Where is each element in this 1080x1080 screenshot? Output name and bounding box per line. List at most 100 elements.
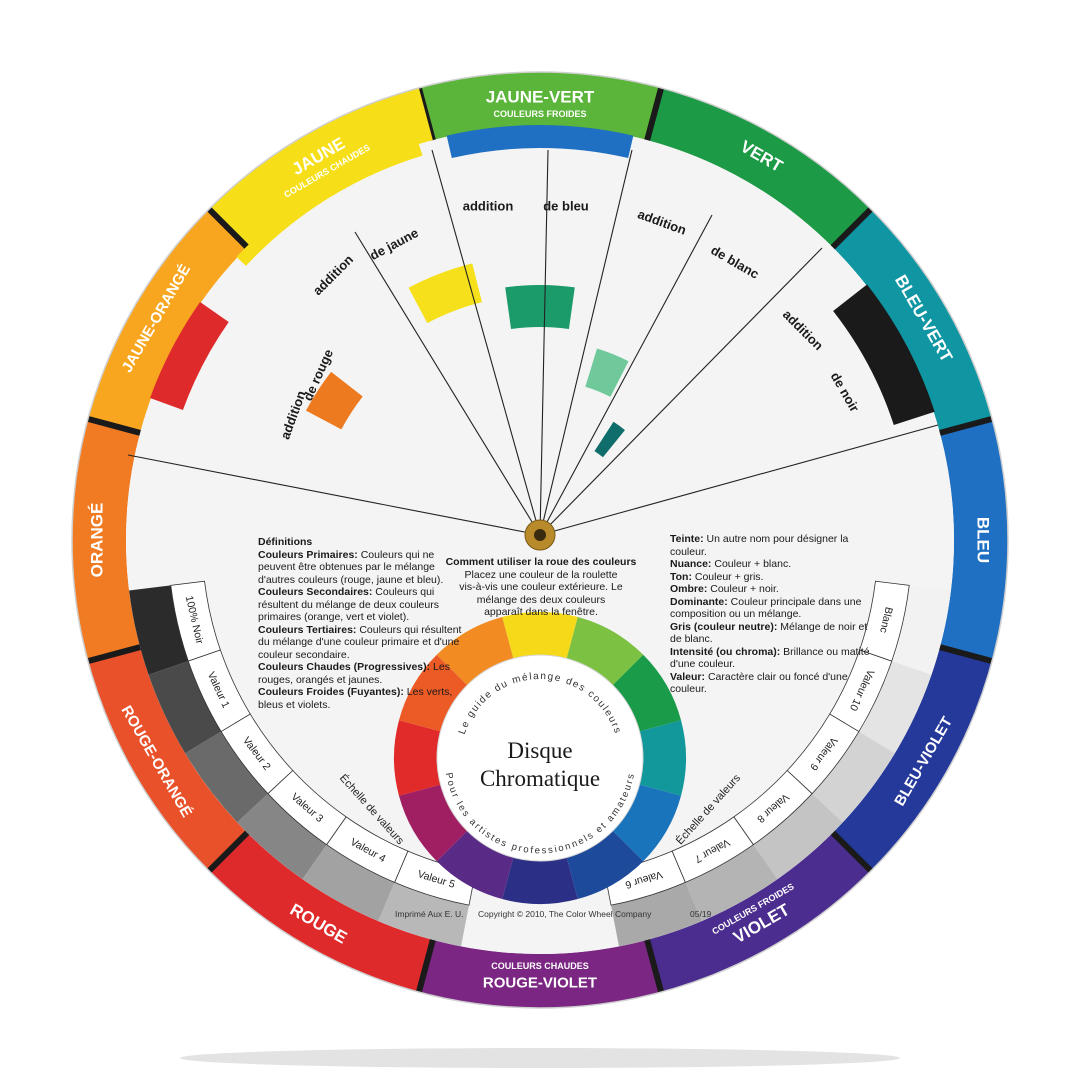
spoke-line	[539, 149, 549, 536]
terms-block: Teinte: Un autre nom pour désigner la co…	[670, 533, 875, 696]
inner-color-wheel	[393, 612, 686, 904]
value-swatch-right	[891, 585, 951, 675]
inner-wheel-segment[interactable]	[502, 857, 578, 904]
spoke-line	[539, 247, 823, 536]
inner-wheel-segment[interactable]	[436, 830, 514, 900]
value-cell-left	[220, 713, 294, 795]
inner-wheel-segment[interactable]	[612, 654, 682, 732]
ring-sublabel: COULEURS CHAUDES	[491, 961, 589, 971]
footer-copyright: Copyright © 2010, The Color Wheel Compan…	[478, 909, 652, 919]
definitions-title: Définitions	[258, 536, 313, 548]
ring-divider	[643, 938, 665, 993]
inner-wheel-segment[interactable]	[612, 784, 682, 862]
ring-segment-bleu-violet	[832, 647, 993, 871]
inner-wheel-segment[interactable]	[436, 616, 514, 686]
ring-divider	[87, 415, 142, 437]
value-cell-left	[187, 649, 251, 733]
value-swatch-left	[302, 844, 395, 922]
ring-segment-jaune	[209, 87, 433, 248]
spoke-line	[127, 454, 541, 536]
term-item: Dominante: Couleur principale dans une c…	[670, 595, 862, 621]
term-item: Teinte: Un autre nom pour désigner la co…	[670, 533, 849, 558]
spoke-line	[539, 214, 713, 536]
value-label-right: Blanc	[877, 606, 895, 634]
value-swatch-right	[610, 882, 702, 947]
spoke-line	[431, 149, 541, 536]
howto-title: Comment utiliser la roue des couleurs	[445, 556, 637, 568]
window-noir	[594, 421, 625, 458]
center-title-line2: Chromatique	[480, 766, 600, 791]
value-swatch-left	[378, 882, 470, 947]
howto-line: apparaît dans la fenêtre.	[484, 606, 598, 618]
value-swatch-left	[237, 793, 327, 880]
ring-label-orange: ORANGÉ	[88, 503, 107, 578]
ring-segment-bleu-vert	[832, 209, 993, 433]
inner-wheel-segment[interactable]	[566, 830, 644, 900]
rivet-hole	[534, 529, 546, 541]
ring-edge	[71, 71, 1009, 1009]
ring-sublabel: COULEURS FROIDES	[493, 109, 586, 119]
ring-segment-vert	[647, 87, 871, 248]
term-item: Ton: Couleur + gris.	[670, 570, 764, 583]
howto-block: Comment utiliser la roue des couleurs Pl…	[432, 556, 650, 619]
window-blanc	[585, 348, 629, 397]
ring-divider	[415, 938, 437, 993]
inner-wheel-segment[interactable]	[502, 612, 578, 659]
value-swatch-right	[858, 661, 932, 754]
mix-windows	[306, 263, 629, 458]
ring-divider	[87, 643, 142, 665]
ring-label-rouge-violet: ROUGE-VIOLET	[483, 975, 597, 992]
term-item: Valeur: Caractère clair ou foncé d'une c…	[670, 670, 848, 696]
footer-code: 05/19	[690, 909, 712, 919]
spoke-line	[354, 231, 541, 536]
ring-segment-rouge-violet	[418, 939, 662, 1008]
inner-wheel-segment[interactable]	[393, 720, 441, 796]
term-item: Intensité (ou chroma): Brillance ou mati…	[670, 645, 870, 671]
ring-segment-violet	[647, 832, 871, 993]
top-color-tabs	[150, 125, 935, 426]
inner-wheel-segment[interactable]	[566, 616, 644, 686]
value-swatch-left	[148, 661, 222, 754]
value-swatch-right	[812, 731, 895, 823]
ring-divider	[829, 206, 874, 251]
howto-line: vis-à-vis une couleur extérieure. Le	[459, 581, 623, 593]
inner-wheel-segment[interactable]	[639, 720, 686, 796]
spoke-line	[539, 149, 633, 536]
window-jaune	[408, 263, 482, 324]
black-tab	[833, 284, 935, 426]
value-cell-left	[326, 816, 409, 883]
value-swatch-right	[753, 793, 843, 880]
ring-segment-rouge	[209, 832, 433, 993]
term-item: Gris (couleur neutre): Mélange de noir e…	[670, 620, 868, 646]
ring-segment-rouge-orange	[87, 647, 248, 871]
blue-tab	[446, 125, 634, 159]
howto-line: mélange des deux couleurs	[476, 593, 606, 606]
red-tab	[150, 301, 229, 411]
ring-divider	[938, 643, 993, 665]
def-item: Couleurs Primaires: Couleurs qui ne peuv…	[258, 548, 444, 586]
inner-wheel-segment[interactable]	[398, 784, 468, 862]
ring-divider	[938, 415, 993, 437]
footer-printed: Imprimé Aux E. U.	[395, 909, 464, 919]
spoke-line	[539, 424, 939, 536]
def-item: Couleurs Froides (Fuyantes): Les verts, …	[258, 686, 453, 711]
value-cell-left	[267, 769, 347, 846]
ring-label-jaune-vert: JAUNE-VERT	[486, 88, 595, 107]
def-item: Couleurs Secondaires: Couleurs qui résul…	[258, 586, 439, 623]
ring-segment-jaune-vert	[418, 72, 662, 141]
ring-divider	[643, 87, 665, 142]
ring-divider	[206, 829, 251, 874]
definitions-block: Définitions Couleurs Primaires: Couleurs…	[258, 536, 463, 711]
window-rouge	[306, 371, 363, 430]
term-item: Nuance: Couleur + blanc.	[670, 558, 792, 570]
ring-divider	[829, 829, 874, 874]
inner-wheel-segment[interactable]	[398, 654, 468, 732]
yellow-tab	[236, 143, 423, 266]
label-addition-bleu: addition	[463, 199, 514, 214]
value-swatch-left	[129, 585, 189, 675]
wheel-shadow	[180, 1048, 900, 1068]
window-bleu	[505, 285, 575, 330]
def-item: Couleurs Chaudes (Progressives): Les rou…	[258, 661, 450, 686]
mix-spokes	[127, 149, 939, 536]
